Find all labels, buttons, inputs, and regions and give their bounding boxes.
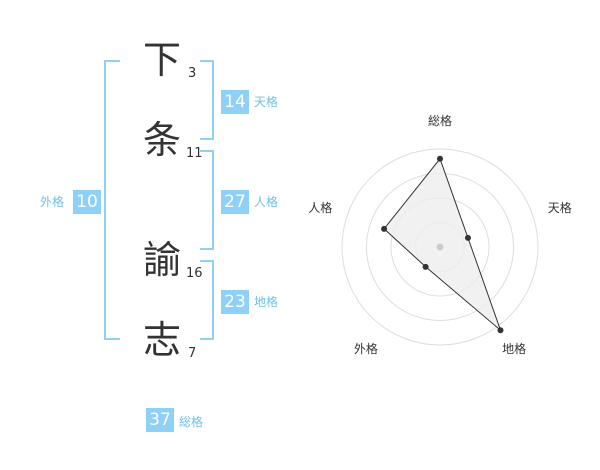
radar-label-chikaku: 地格 (502, 341, 526, 356)
radar-label-tenkaku: 天格 (548, 200, 572, 215)
tenkaku-label: 天格 (254, 95, 279, 109)
tenkaku-value: 14 (221, 90, 249, 114)
radar-center (436, 243, 444, 251)
radar-label-jinkaku: 人格 (308, 200, 332, 215)
chikaku-value: 23 (221, 290, 249, 314)
radar-label-soukaku: 総格 (428, 113, 452, 128)
radar-chart: 総格 天格 地格 外格 人格 (308, 113, 572, 356)
name-char-2: 条 (142, 118, 181, 162)
stroke-count-3: 16 (186, 266, 203, 281)
name-char-3: 諭 (142, 238, 181, 282)
stroke-count-2: 11 (186, 146, 203, 161)
jinkaku-value: 27 (221, 190, 249, 214)
stroke-count-4: 7 (188, 346, 197, 361)
stroke-count-1: 3 (188, 66, 197, 81)
chikaku-bracket (200, 260, 214, 340)
gaikaku-bracket (104, 60, 120, 340)
jinkaku-label: 人格 (254, 195, 279, 209)
radar-label-gaikaku: 外格 (354, 341, 378, 356)
gaikaku-value: 10 (73, 190, 101, 214)
soukaku-value: 37 (146, 408, 174, 432)
radar-point (464, 234, 471, 241)
radar-point (437, 155, 443, 162)
chikaku-label: 地格 (254, 295, 279, 309)
name-char-4: 志 (142, 318, 181, 362)
name-char-1: 下 (142, 38, 181, 82)
radar-ring (341, 148, 539, 346)
gaikaku-label: 外格 (40, 195, 65, 209)
radar-point (381, 225, 388, 232)
radar-point (422, 263, 429, 270)
jinkaku-bracket (200, 150, 214, 250)
soukaku-label: 総格 (179, 415, 204, 429)
radar-point (497, 327, 504, 334)
tenkaku-bracket (200, 60, 214, 140)
